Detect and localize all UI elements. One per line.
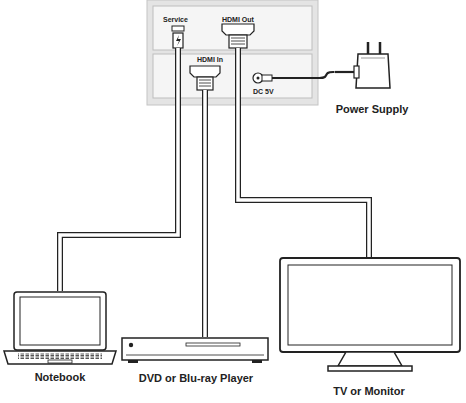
wall-plate: Service HDMI OutHDMI In DC 5V bbox=[147, 0, 318, 105]
service-port-part bbox=[175, 48, 181, 105]
hdmi-in-port bbox=[190, 66, 220, 105]
port-label: HDMI Out bbox=[222, 16, 254, 24]
cable-group bbox=[205, 105, 206, 337]
wall-plate-part bbox=[153, 6, 312, 50]
notebook-drawing-part bbox=[20, 297, 100, 345]
power-adapter-part bbox=[356, 54, 390, 88]
port-label: HDMI In bbox=[197, 56, 223, 64]
port-label: DC 5V bbox=[253, 88, 274, 96]
dvd-player-drawing-part bbox=[126, 355, 264, 356]
device-label: Notebook bbox=[35, 371, 86, 384]
hdmi-in-port-part bbox=[203, 90, 207, 105]
cable-group bbox=[60, 105, 178, 291]
dc-jack bbox=[253, 73, 318, 83]
service-port-part bbox=[173, 33, 183, 48]
dvd-player-drawing-part bbox=[129, 343, 133, 347]
tv-monitor: TV or Monitor bbox=[274, 252, 464, 398]
power-adapter bbox=[335, 42, 390, 88]
power-cord bbox=[318, 72, 335, 78]
hdmi-out-port-part bbox=[229, 35, 247, 48]
hdmi-cable bbox=[238, 105, 369, 257]
device-label: DVD or Blu-ray Player bbox=[139, 372, 253, 385]
device-label: Power Supply bbox=[336, 103, 409, 116]
hdmi-in-port-part bbox=[190, 66, 220, 77]
notebook-drawing-part bbox=[18, 353, 102, 359]
tv-drawing-part bbox=[280, 258, 460, 352]
dvd-player: DVD or Blu-ray Player bbox=[118, 333, 274, 385]
service-port-part bbox=[176, 35, 181, 46]
port-label: Service bbox=[163, 16, 188, 24]
cable-outline bbox=[60, 105, 178, 291]
cable-group bbox=[318, 72, 335, 78]
dvd-player-drawing-part bbox=[128, 360, 138, 363]
device-label: TV or Monitor bbox=[333, 385, 405, 398]
notebook: Notebook bbox=[2, 288, 118, 384]
hdmi-out-port-part bbox=[222, 24, 254, 35]
hdmi-in-port-part bbox=[199, 80, 211, 86]
hdmi-in-port-part bbox=[202, 90, 208, 105]
hdmi-out-port-part bbox=[235, 48, 241, 105]
cable-outline bbox=[202, 105, 208, 337]
hdmi-out-port-part bbox=[236, 48, 240, 105]
cable-outline bbox=[238, 105, 369, 257]
service-port-part bbox=[176, 48, 180, 105]
power-adapter-part bbox=[368, 42, 380, 54]
cable-group bbox=[238, 105, 369, 257]
dvd-player-drawing-part bbox=[122, 338, 268, 360]
service-port-part bbox=[172, 26, 184, 31]
tv-drawing-part bbox=[328, 366, 412, 371]
dvd-player-drawing bbox=[122, 338, 268, 363]
hdmi-cable bbox=[60, 105, 178, 291]
notebook-drawing bbox=[4, 292, 116, 364]
dc-jack-part bbox=[262, 75, 272, 81]
notebook-drawing-part bbox=[4, 351, 116, 364]
dc-jack-part bbox=[272, 77, 318, 79]
power-adapter-part bbox=[354, 66, 359, 78]
service-port bbox=[172, 26, 184, 105]
wall-plate bbox=[147, 0, 318, 105]
dvd-player-drawing-part bbox=[252, 360, 262, 363]
hdmi-in-port-part bbox=[197, 77, 213, 90]
dvd-player-drawing-part bbox=[186, 343, 240, 346]
notebook-drawing-part bbox=[14, 292, 106, 350]
power-adapter-part bbox=[361, 58, 385, 59]
tv-drawing-part bbox=[338, 352, 402, 366]
dc-jack-part bbox=[257, 77, 260, 80]
tv-drawing bbox=[280, 258, 460, 371]
notebook-drawing-part bbox=[48, 360, 72, 363]
hdmi-cable bbox=[203, 105, 207, 337]
tv-drawing-part bbox=[288, 265, 452, 345]
hdmi-out-port bbox=[222, 24, 254, 105]
wall-plate-part bbox=[147, 0, 318, 105]
power-supply: Power Supply bbox=[332, 28, 413, 116]
hdmi-out-port-part bbox=[231, 38, 245, 44]
